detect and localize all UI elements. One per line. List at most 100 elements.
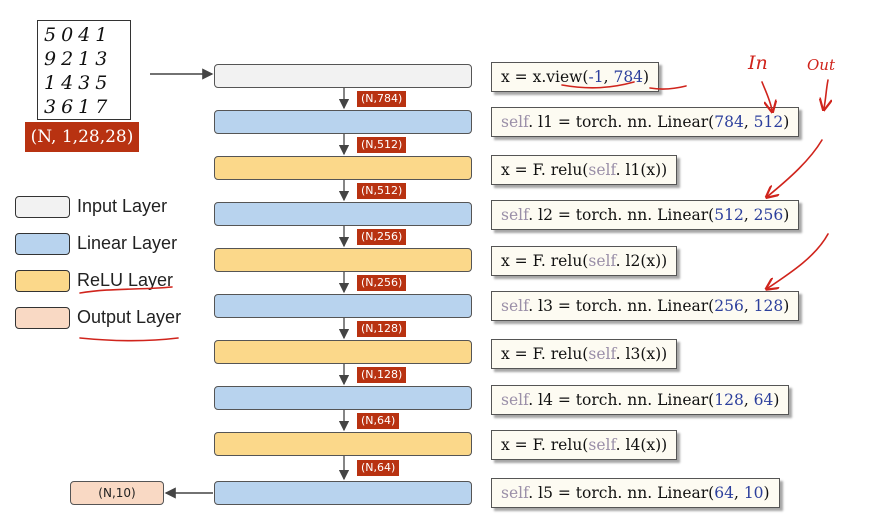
code-text: . l5 = torch. nn. Linear( (528, 484, 715, 502)
legend-swatch-output (15, 306, 70, 329)
layer-linear-3 (214, 294, 472, 318)
code-self: self (588, 161, 616, 179)
code-text: . l1 = torch. nn. Linear( (528, 113, 715, 131)
code-text: . l3 = torch. nn. Linear( (528, 297, 715, 315)
code-text: x = x. (501, 68, 547, 86)
legend: Input Layer Linear Layer ReLU Layer Outp… (15, 188, 181, 336)
code-text: . l4 = torch. nn. Linear( (528, 391, 715, 409)
code-text: x = F. relu( (501, 345, 589, 363)
code-number: 784 (714, 113, 744, 131)
code-line-l3: self. l3 = torch. nn. Linear(256, 128) (491, 291, 800, 321)
legend-swatch-input (15, 195, 70, 218)
layer-input (214, 64, 472, 88)
code-line-relu-3: x = F. relu(self. l3(x)) (491, 339, 678, 369)
code-line-relu-1: x = F. relu(self. l1(x)) (491, 155, 678, 185)
code-number: 64 (714, 484, 734, 502)
code-text: . l2 = torch. nn. Linear( (528, 206, 715, 224)
digit-row: 1435 (44, 72, 113, 94)
layer-linear-4 (214, 386, 472, 410)
code-self: self (588, 345, 616, 363)
code-text: . l4(x)) (615, 436, 668, 454)
code-text: ) (783, 206, 790, 224)
mnist-digits-image: 5041 9213 1435 3617 (37, 20, 131, 120)
code-text: x = F. relu( (501, 436, 589, 454)
legend-label: ReLU Layer (77, 270, 174, 290)
code-text: ) (783, 297, 790, 315)
code-text: , (743, 391, 754, 409)
code-self: self (588, 436, 616, 454)
shape-badge: (N,784) (357, 91, 407, 107)
code-self: self (501, 297, 529, 315)
layer-relu-3 (214, 340, 472, 364)
code-text: ) (763, 484, 770, 502)
code-text: x = F. relu( (501, 252, 589, 270)
shape-badge: (N,128) (357, 367, 407, 383)
code-line-l4: self. l4 = torch. nn. Linear(128, 64) (491, 385, 790, 415)
code-text: , (743, 297, 754, 315)
digit-row: 3617 (44, 96, 113, 118)
code-text: , (743, 206, 754, 224)
code-number: 128 (753, 297, 784, 315)
code-number: 64 (753, 391, 774, 409)
code-self: self (588, 252, 616, 270)
code-text: . l2(x)) (615, 252, 668, 270)
code-number: 256 (753, 206, 784, 224)
code-number: 10 (743, 484, 764, 502)
code-number: -1 (588, 68, 604, 86)
code-line-relu-2: x = F. relu(self. l2(x)) (491, 246, 678, 276)
legend-swatch-relu (15, 269, 70, 292)
annotation-out: Out (807, 56, 835, 74)
layer-relu-2 (214, 248, 472, 272)
code-fn: view (546, 68, 583, 86)
code-text: ) (783, 113, 790, 131)
legend-swatch-linear (15, 232, 70, 255)
legend-item-relu: ReLU Layer (15, 262, 181, 299)
legend-item-output: Output Layer (15, 299, 181, 336)
shape-badge: (N,256) (357, 275, 407, 291)
code-self: self (501, 391, 529, 409)
layer-linear-2 (214, 202, 472, 226)
digit-row: 5041 (44, 24, 113, 46)
shape-badge: (N,256) (357, 229, 407, 245)
code-text: ) (643, 68, 650, 86)
digit-row: 9213 (44, 48, 113, 70)
code-line-l2: self. l2 = torch. nn. Linear(512, 256) (491, 200, 800, 230)
code-number: 784 (613, 68, 644, 86)
code-text: ( (582, 68, 589, 86)
shape-badge: (N,512) (357, 183, 407, 199)
code-text: , (743, 113, 754, 131)
output-shape-box: (N,10) (70, 481, 164, 505)
layer-linear-1 (214, 110, 472, 134)
code-text: x = F. relu( (501, 161, 589, 179)
code-number: 128 (714, 391, 744, 409)
code-text: . l1(x)) (615, 161, 668, 179)
code-text: , (603, 68, 614, 86)
layer-relu-4 (214, 432, 472, 456)
code-line-relu-4: x = F. relu(self. l4(x)) (491, 430, 678, 460)
code-line-view: x = x.view(-1, 784) (491, 62, 660, 92)
legend-label: Input Layer (77, 196, 168, 216)
shape-badge: (N,512) (357, 137, 407, 153)
code-line-l1: self. l1 = torch. nn. Linear(784, 512) (491, 107, 800, 137)
code-number: 512 (714, 206, 744, 224)
shape-badge: (N,64) (357, 413, 400, 429)
annotation-in: In (748, 52, 768, 74)
legend-label: Linear Layer (77, 233, 178, 253)
handwritten-marks (79, 79, 828, 342)
legend-item-linear: Linear Layer (15, 225, 181, 262)
code-text: , (733, 484, 744, 502)
code-line-l5: self. l5 = torch. nn. Linear(64, 10) (491, 478, 780, 508)
legend-label: Output Layer (77, 307, 182, 327)
shape-badge: (N,128) (357, 321, 407, 337)
code-text: . l3(x)) (615, 345, 668, 363)
code-number: 512 (753, 113, 784, 131)
code-self: self (501, 484, 529, 502)
code-number: 256 (714, 297, 744, 315)
layer-linear-5 (214, 481, 472, 505)
legend-item-input: Input Layer (15, 188, 181, 225)
code-text: ) (773, 391, 780, 409)
code-self: self (501, 206, 529, 224)
shape-badge: (N,64) (357, 460, 400, 476)
